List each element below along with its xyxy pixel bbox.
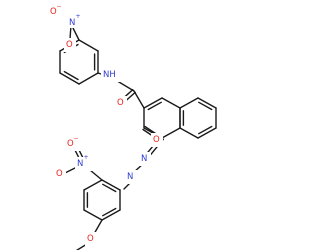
label-bg <box>54 167 66 181</box>
oxygen-atom: O <box>153 135 160 145</box>
bond <box>89 169 103 181</box>
double-bond-inner <box>198 101 213 111</box>
label-bg <box>75 157 95 171</box>
oxygen-atom: O <box>56 169 63 179</box>
oxygen-atom: O <box>67 139 74 149</box>
bond <box>93 219 103 235</box>
nitrogen-atom: N <box>69 18 75 28</box>
bond <box>161 127 181 139</box>
bond <box>179 127 199 139</box>
double-bond-inner <box>147 101 162 111</box>
label-bg <box>48 5 72 19</box>
oxygen-atom: O <box>66 40 73 50</box>
bond <box>78 72 99 85</box>
atom-labels: O − N + O NH O O N N O − N + O O <box>48 3 163 246</box>
bond <box>83 209 103 221</box>
amide-nh: NH <box>103 70 116 80</box>
bond <box>59 72 80 85</box>
bond <box>197 97 217 109</box>
label-bg <box>125 170 137 184</box>
bond <box>83 179 103 191</box>
label-bg <box>85 232 97 246</box>
double-bond-inner <box>198 125 213 135</box>
label-bg <box>67 14 81 28</box>
label-bg <box>101 68 121 82</box>
bond <box>101 179 121 191</box>
oxygen-atom: O <box>87 234 94 244</box>
bond <box>75 243 88 250</box>
double-bond-inner <box>102 183 117 193</box>
label-bg <box>65 137 85 151</box>
double-bond-inner <box>102 207 117 217</box>
bond <box>197 127 217 139</box>
bond <box>143 97 163 109</box>
label-bg <box>139 152 151 166</box>
nitrogen-atom: N <box>141 154 147 164</box>
nitrogen-atom: N <box>77 159 83 169</box>
bonds <box>59 9 217 250</box>
bond <box>179 97 199 109</box>
bond <box>78 39 99 52</box>
charge-plus: + <box>76 13 81 20</box>
bond <box>72 27 80 41</box>
label-bg <box>64 38 76 52</box>
label-bg <box>151 133 163 147</box>
bond <box>161 97 181 109</box>
bond <box>133 90 145 109</box>
label-bg <box>115 96 127 110</box>
oxygen-atom: O <box>117 98 124 108</box>
double-bond-inner <box>63 70 79 81</box>
charge-minus: − <box>57 3 62 10</box>
oxygen-atom: O <box>50 7 57 17</box>
charge-plus: + <box>84 154 89 161</box>
bond <box>101 209 121 221</box>
nitrogen-atom: N <box>127 172 133 182</box>
chemical-structure: O − N + O NH O O N N O − N + O O <box>48 3 217 250</box>
charge-minus: − <box>74 135 79 142</box>
